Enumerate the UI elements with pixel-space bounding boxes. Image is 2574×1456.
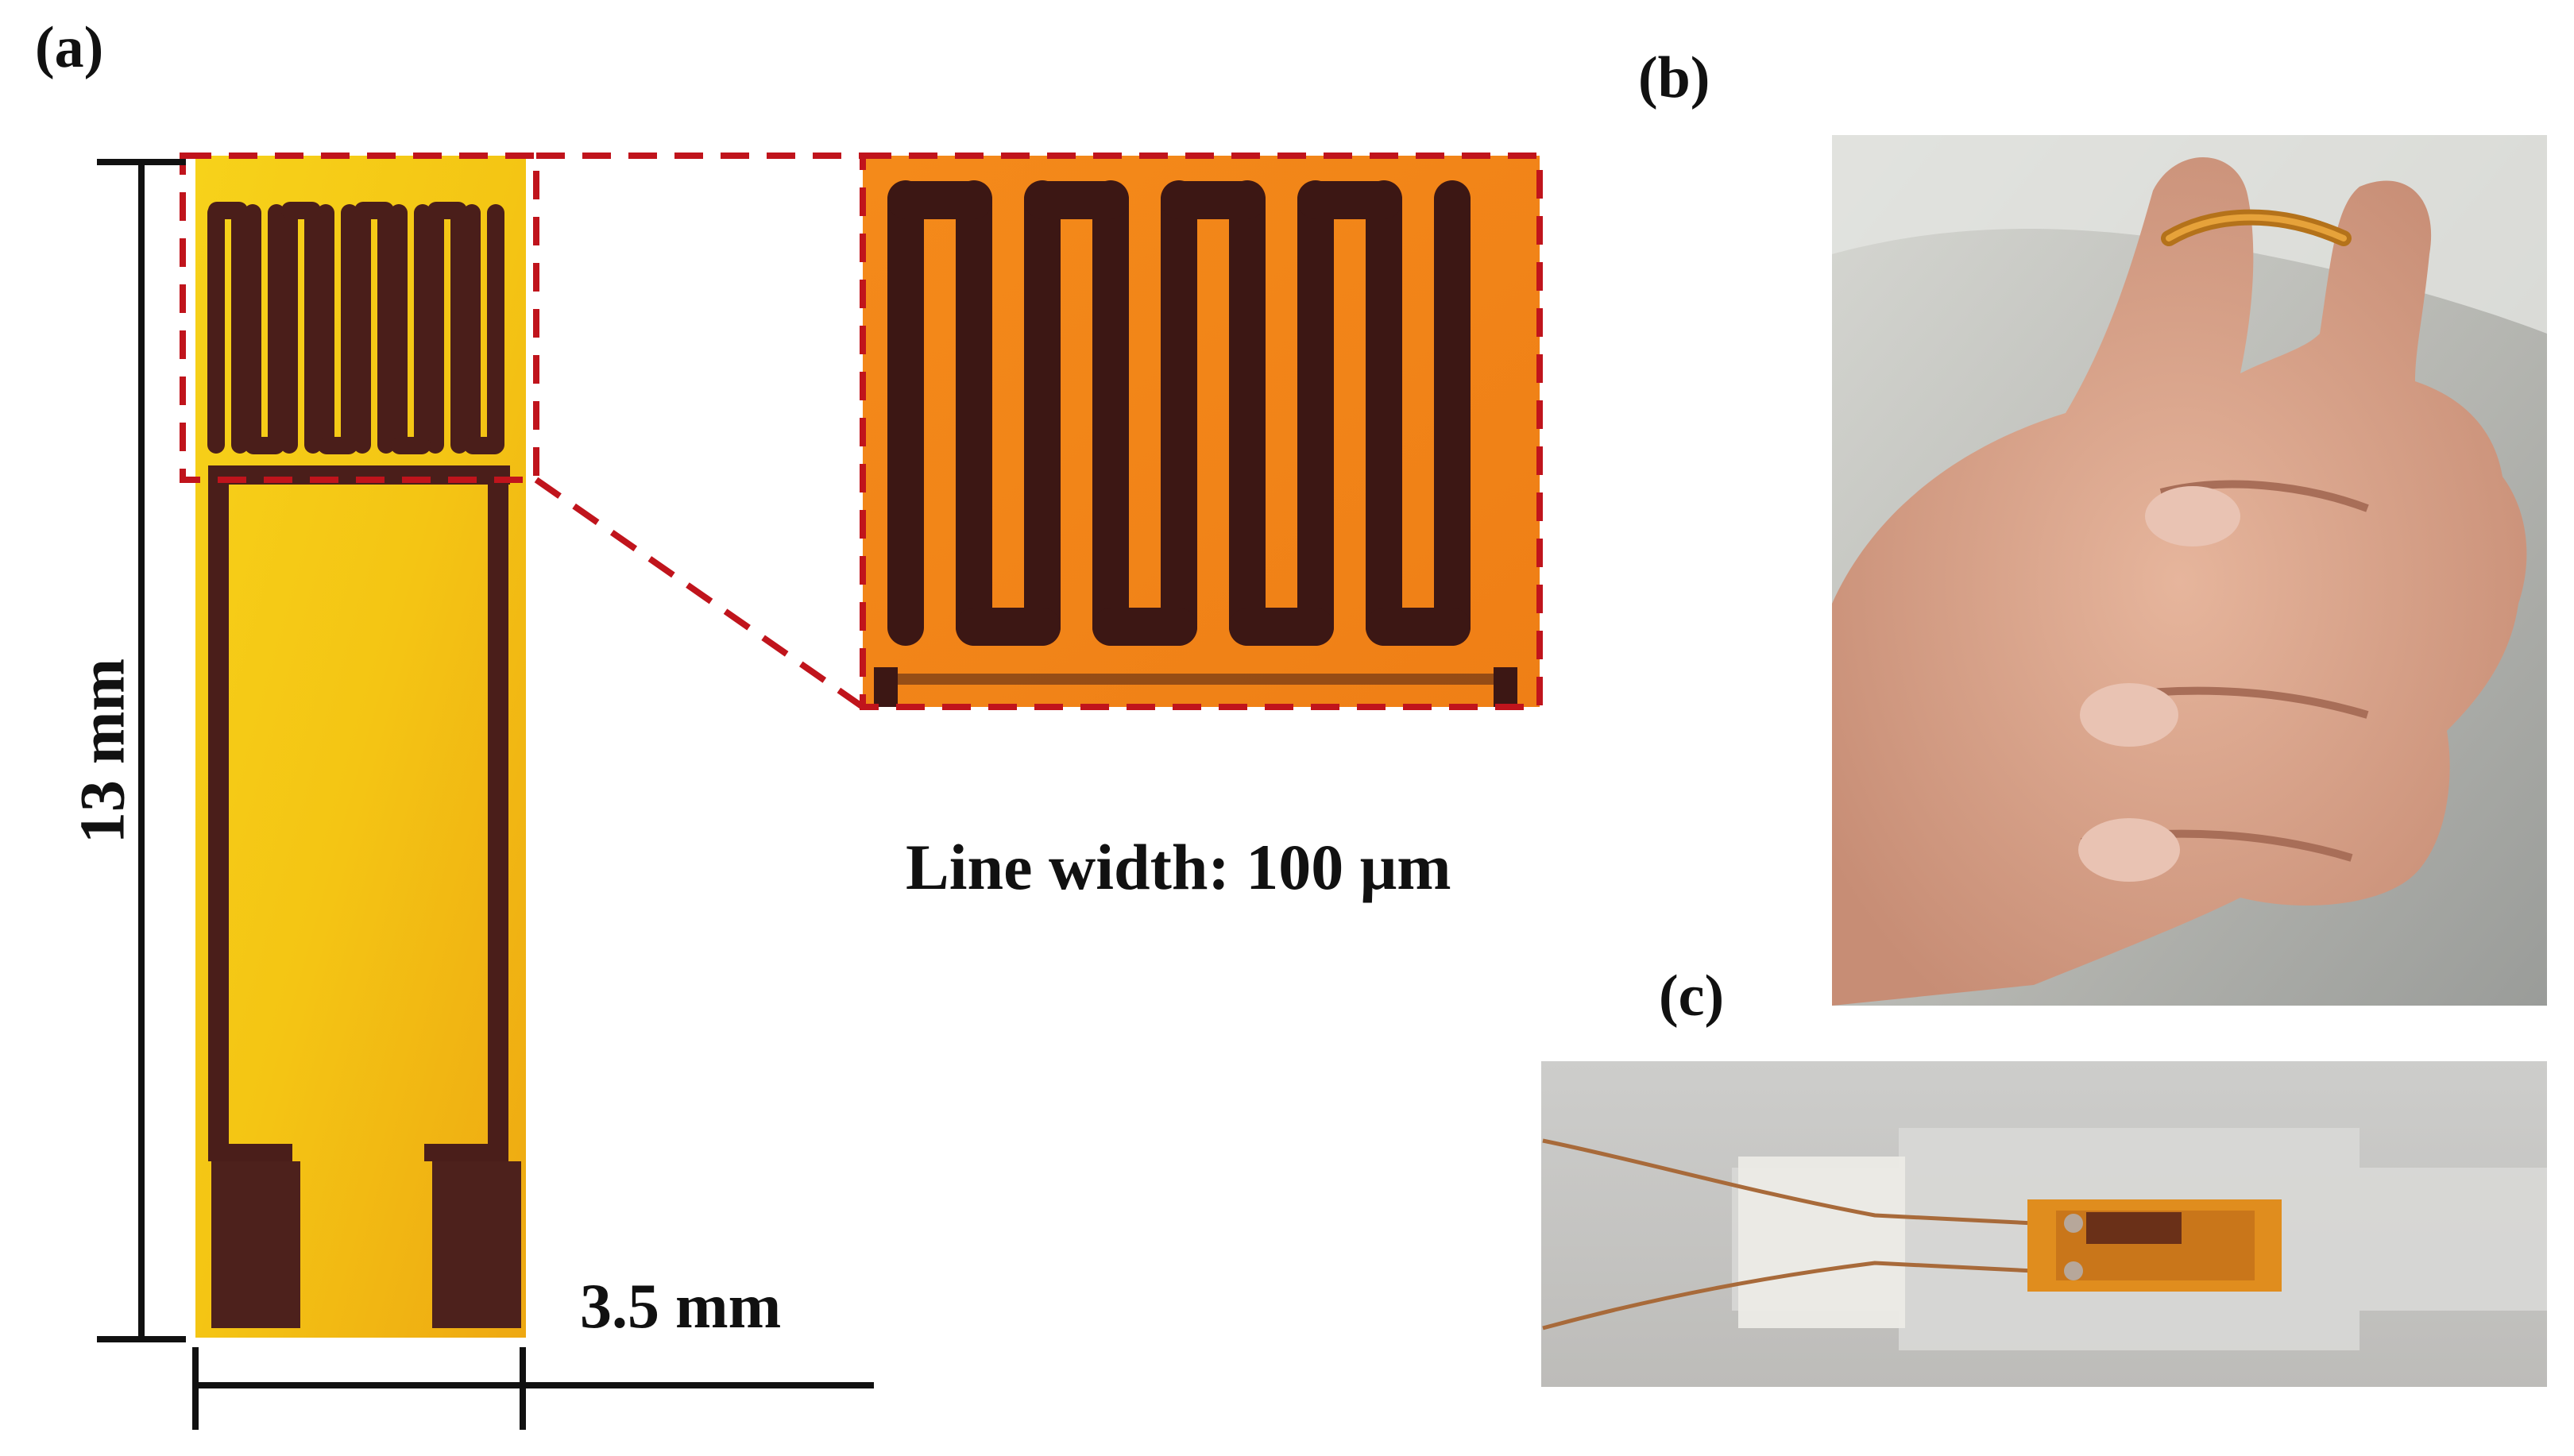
zoom-inset bbox=[860, 153, 1543, 710]
selection-box bbox=[180, 153, 539, 483]
pad-right bbox=[432, 1161, 521, 1328]
panel-label-c: (c) bbox=[1659, 964, 1725, 1029]
lead-left bbox=[208, 485, 229, 1160]
zoom-connector-bottom bbox=[534, 477, 865, 710]
mounted-sensor-photo bbox=[1541, 1061, 2547, 1387]
height-label: 13 mm bbox=[68, 658, 138, 844]
tape-patch bbox=[1738, 1157, 1905, 1328]
pad-left bbox=[211, 1161, 300, 1328]
strain-gauge-photo bbox=[195, 156, 526, 1338]
line-width-label: Line width: 100 μm bbox=[906, 831, 1451, 903]
serpentine-grid bbox=[207, 204, 504, 454]
lead-right bbox=[488, 485, 508, 1160]
panel-label-b: (b) bbox=[1638, 45, 1710, 110]
height-scale-bar bbox=[97, 159, 186, 1342]
width-label: 3.5 mm bbox=[580, 1272, 782, 1342]
width-scale-bar bbox=[192, 1347, 874, 1430]
hand-bending-photo bbox=[1832, 135, 2547, 1006]
panel-label-a: (a) bbox=[35, 15, 104, 80]
